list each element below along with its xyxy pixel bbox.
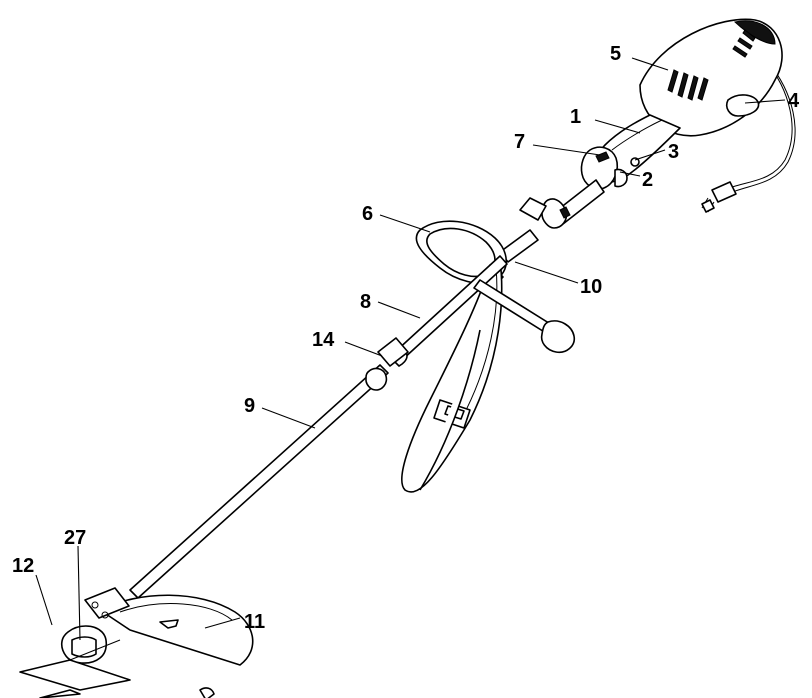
callout-1: 1 bbox=[570, 106, 581, 128]
main-handle bbox=[580, 114, 681, 190]
callout-6: 6 bbox=[362, 203, 373, 225]
callout-12: 12 bbox=[12, 555, 34, 577]
callout-14: 14 bbox=[312, 329, 335, 351]
blade-guard bbox=[99, 594, 254, 698]
side-handle-bar bbox=[473, 279, 576, 354]
power-cord bbox=[701, 59, 796, 213]
callout-3: 3 bbox=[668, 141, 679, 163]
callout-5: 5 bbox=[610, 43, 621, 65]
callout-labels: 1 2 3 4 5 6 7 8 9 10 11 12 14 27 bbox=[12, 43, 800, 633]
gear-head bbox=[60, 587, 130, 664]
callout-7: 7 bbox=[514, 131, 525, 153]
upper-shaft bbox=[499, 179, 605, 263]
callout-27: 27 bbox=[64, 527, 86, 549]
shoulder-strap bbox=[401, 259, 503, 493]
lock-button bbox=[630, 157, 640, 167]
callout-11: 11 bbox=[244, 611, 265, 633]
motor-housing bbox=[639, 18, 783, 137]
callout-4: 4 bbox=[788, 90, 800, 112]
cutting-blade bbox=[19, 639, 131, 698]
callout-10: 10 bbox=[580, 276, 602, 298]
leader-lines bbox=[35, 57, 786, 641]
vent-slots bbox=[667, 29, 756, 101]
shaft-coupling bbox=[365, 337, 409, 391]
callout-2: 2 bbox=[642, 169, 653, 191]
callout-9: 9 bbox=[244, 395, 255, 417]
callout-8: 8 bbox=[360, 291, 371, 313]
